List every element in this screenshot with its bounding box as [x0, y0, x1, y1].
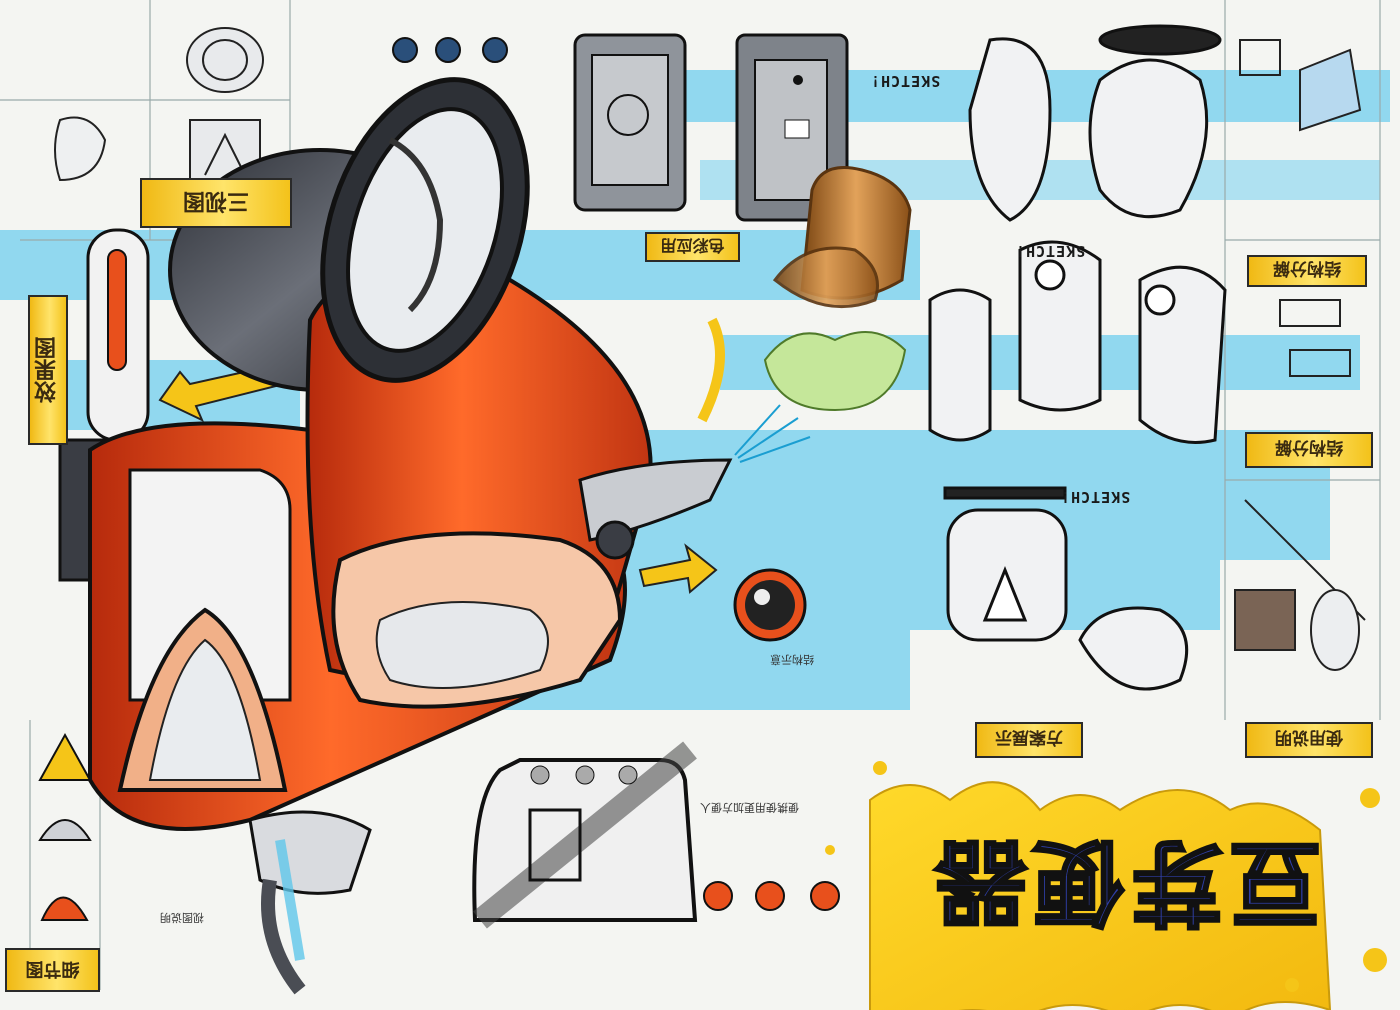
sketch-row-1 — [968, 24, 1222, 222]
layout-grid — [0, 0, 1381, 990]
bronze-cap-render — [763, 166, 912, 412]
label-usage: 使用说明 — [1245, 722, 1373, 758]
sketch-caption-2: SKETCH! — [1015, 242, 1086, 260]
label-render: 效果图 — [28, 295, 68, 445]
control-panel-sketches — [573, 33, 849, 222]
sketch-row-3 — [943, 486, 1189, 691]
water-spray — [734, 404, 811, 463]
color-dots-bottom — [703, 881, 840, 911]
yellow-arrow-mid — [638, 543, 718, 594]
note-structure: 结构示意 — [770, 653, 814, 666]
note-view: 视图说明 — [160, 911, 204, 924]
label-color-application: 色彩应用 — [645, 232, 740, 262]
color-dots-top — [392, 37, 508, 63]
main-product-render — [58, 77, 733, 995]
label-three-view: 三视图 — [140, 178, 292, 228]
yellow-arrow-curve — [697, 317, 725, 423]
three-view-thumbnails — [54, 27, 264, 182]
round-button-detail — [733, 568, 807, 642]
right-column-sketches — [1234, 39, 1366, 671]
label-detail: 细节图 — [5, 948, 100, 992]
title-splash — [869, 781, 1332, 1010]
handle-tube-detail — [86, 228, 150, 442]
note-portable: 便携使用更加方便人 — [700, 801, 799, 814]
sketch-caption-3: SKETCH! — [1060, 488, 1131, 506]
bottom-plate-sketch — [472, 741, 698, 929]
detail-thumbnails — [38, 732, 92, 921]
label-structure-1: 结构分解 — [1247, 255, 1367, 287]
sketch-row-2 — [928, 240, 1227, 444]
splash-dots — [825, 761, 1387, 992]
label-structure-2: 结构分解 — [1245, 432, 1373, 468]
poster-title: 豆芽便器 — [928, 827, 1323, 937]
sketch-caption-1: SKETCH! — [870, 72, 941, 90]
label-solution: 方案展示 — [975, 722, 1083, 758]
